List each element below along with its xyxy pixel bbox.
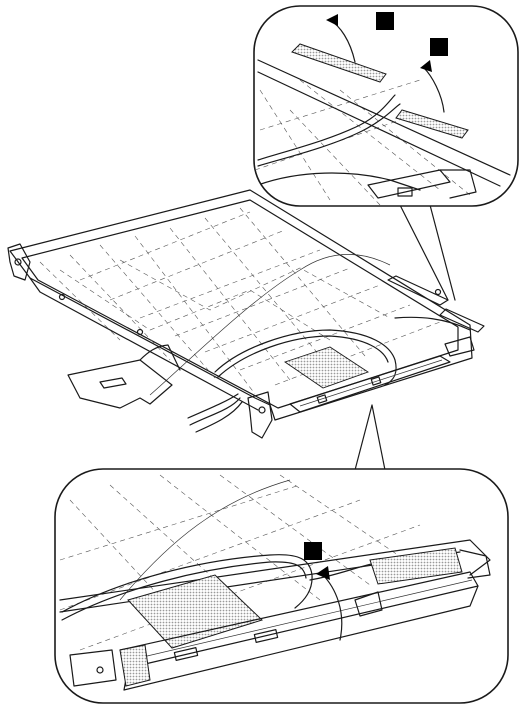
- main-panel: [8, 190, 484, 438]
- step-marker-a: [376, 12, 394, 30]
- detail-callout-top: [254, 6, 518, 206]
- step-marker-b: [430, 38, 448, 56]
- step-marker-c: [304, 542, 322, 560]
- detail-callout-bottom: [55, 469, 508, 703]
